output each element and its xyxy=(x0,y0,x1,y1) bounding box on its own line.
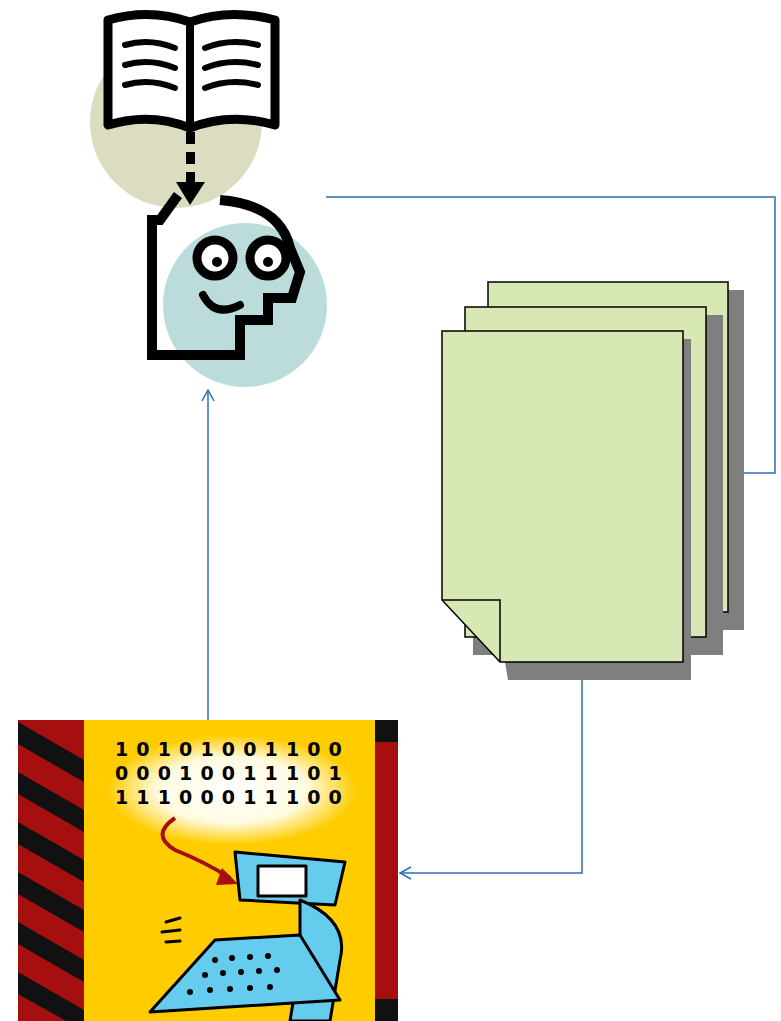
computer-icon xyxy=(18,720,398,1021)
book-icon xyxy=(90,14,275,208)
person-head xyxy=(152,195,327,387)
binary-text: 00010011101 xyxy=(115,762,350,784)
binary-text: 11100011100 xyxy=(115,786,350,808)
binary-text: 10101001100 xyxy=(115,738,350,760)
document-stack xyxy=(442,282,744,680)
